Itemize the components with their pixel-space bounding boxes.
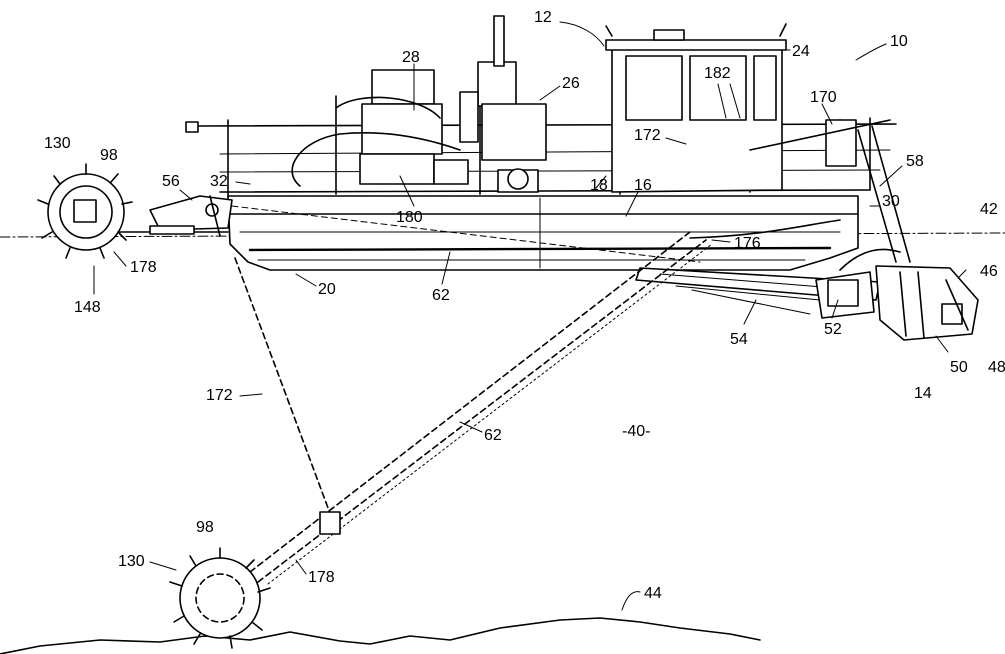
label-24: 24 (792, 43, 810, 60)
label-180: 180 (396, 209, 423, 226)
seabed-profile (0, 617, 761, 654)
anchor-boom (111, 195, 233, 237)
label-14: 14 (914, 385, 932, 402)
label-26: 26 (562, 75, 580, 92)
label-58: 58 (906, 153, 924, 170)
label-62-hull: 62 (432, 287, 450, 304)
label-130-upper: 130 (44, 135, 71, 152)
operator-cab (605, 23, 787, 193)
engine-assembly (291, 15, 547, 193)
label-56: 56 (162, 173, 180, 190)
label-46: 46 (980, 263, 998, 280)
label-172-cable: 172 (206, 387, 233, 404)
label-18: 18 (590, 177, 608, 194)
label-28: 28 (402, 49, 420, 66)
leader-lines (93, 21, 967, 611)
label-16: 16 (634, 177, 652, 194)
label-148: 148 (74, 299, 101, 316)
label-42: 42 (980, 201, 998, 218)
anchor-wheel-stowed (37, 163, 133, 259)
label-178-lower: 178 (308, 569, 335, 586)
reference-labels: 10 12 14 16 18 20 24 26 28 30 32 -40- 42… (44, 9, 1005, 602)
label-12: 12 (534, 9, 552, 26)
label-98-lower: 98 (196, 519, 214, 536)
label-44: 44 (644, 585, 662, 602)
label-130-lower: 130 (118, 553, 145, 570)
deployed-anchor-boom (234, 231, 713, 585)
label-50: 50 (950, 359, 968, 376)
cutter-boom (635, 265, 979, 341)
label-48: 48 (988, 359, 1005, 376)
label-178-upper: 178 (130, 259, 157, 276)
label-10: 10 (890, 33, 908, 50)
label-40: -40- (622, 423, 650, 440)
label-20: 20 (318, 281, 336, 298)
label-52: 52 (824, 321, 842, 338)
label-32: 32 (210, 173, 228, 190)
label-54: 54 (730, 331, 748, 348)
label-182: 182 (704, 65, 731, 82)
anchor-wheel-deployed (169, 547, 271, 649)
label-98-upper: 98 (100, 147, 118, 164)
hull-pontoon (227, 195, 859, 271)
hose (689, 219, 901, 271)
label-30: 30 (882, 193, 900, 210)
label-62-boom: 62 (484, 427, 502, 444)
label-172-deck: 172 (634, 127, 661, 144)
label-170: 170 (810, 89, 837, 106)
boom-support-arm (749, 119, 911, 263)
label-176: 176 (734, 235, 761, 252)
